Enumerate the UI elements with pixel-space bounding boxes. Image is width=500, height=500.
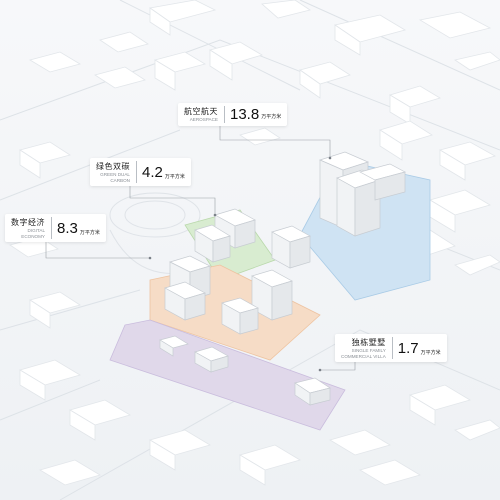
label-aerospace-value: 13.8 [230,106,260,123]
label-villa-unit: 万平方米 [420,350,441,356]
label-villa: 独栋墅墅 SINGLE FAMILY COMMERCIAL VILLA 1.7 … [335,334,447,362]
label-aerospace-cn: 航空航天 [184,107,218,117]
main-buildings [159,151,406,406]
label-digital-cn: 数字经济 [11,218,45,227]
label-digital-unit: 万平方米 [79,230,100,236]
label-digital-en-line2: ECONOMY [21,233,45,239]
label-villa-en-line2: COMMERCIAL VILLA [341,353,386,359]
label-aerospace-unit: 万平方米 [261,114,282,120]
label-aerospace: 航空航天 AEROSPACE 13.8 万平方米 [178,103,288,126]
label-aerospace-en: AEROSPACE [189,117,218,123]
label-green-unit: 万平方米 [164,174,185,180]
label-villa-value: 1.7 [397,339,419,357]
label-green-value: 4.2 [142,163,163,181]
label-villa-en-line1: SINGLE FAMILY [351,348,386,353]
label-digital: 数字经济 DIGITAL ECONOMY 8.3 万平方米 [5,214,106,242]
label-villa-cn: 独栋墅墅 [351,338,386,347]
label-green: 绿色双碳 GREEN DUAL CARBON 4.2 万平方米 [90,158,191,186]
label-digital-value: 8.3 [57,219,78,237]
label-green-en-line2: CARBON [110,177,130,183]
label-green-en-line1: GREEN DUAL [100,172,130,177]
label-digital-en-line1: DIGITAL [27,228,45,233]
leader-dots [148,156,332,372]
label-green-cn: 绿色双碳 [96,162,130,171]
